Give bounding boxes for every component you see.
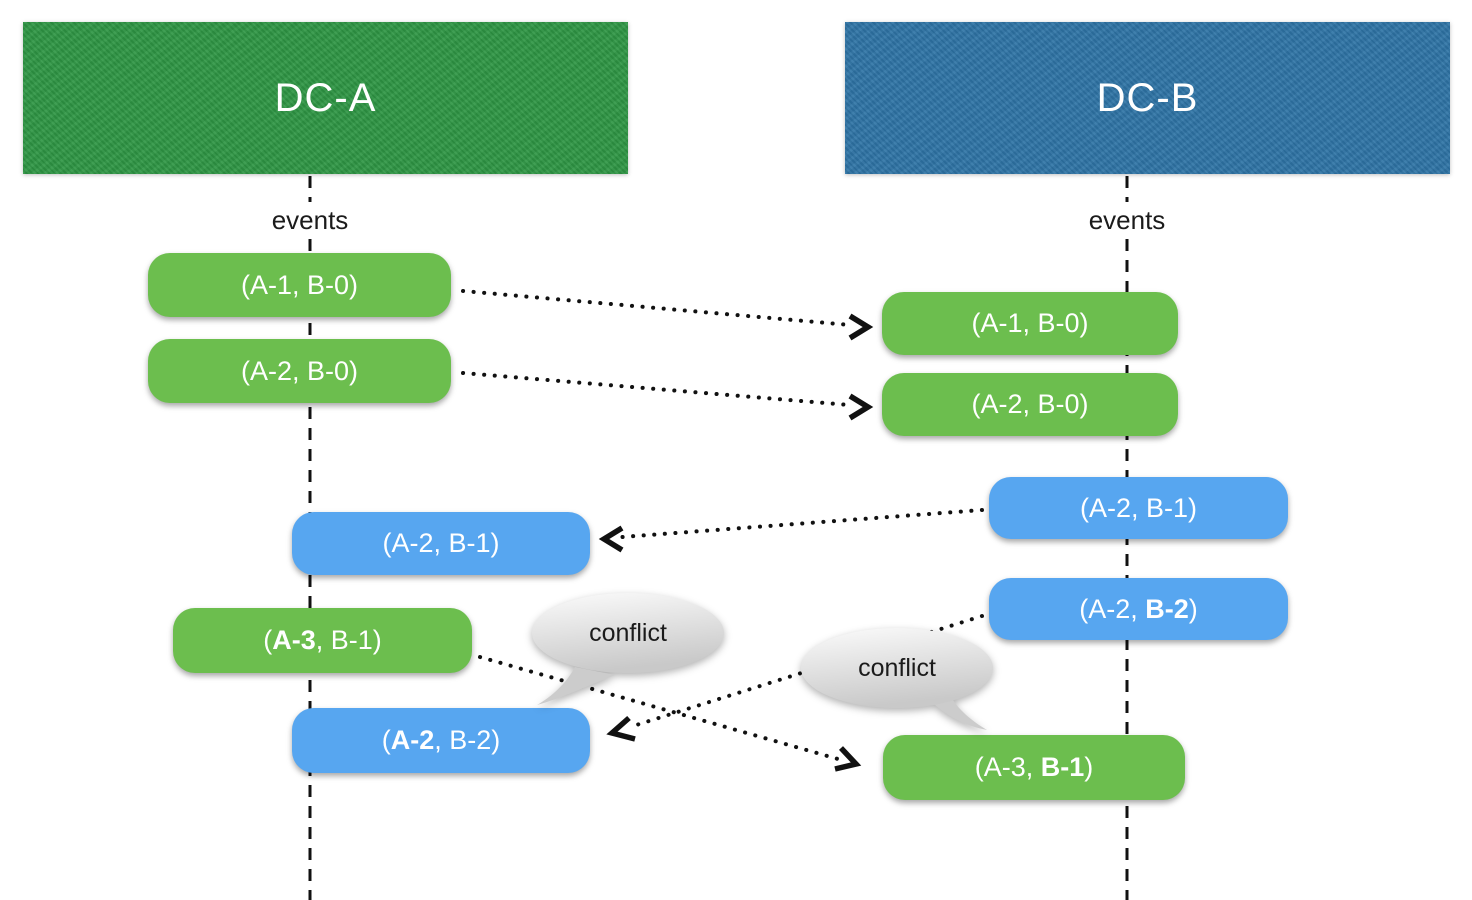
dc-b-title: DC-B xyxy=(1096,75,1199,120)
conflict-text-right: conflict xyxy=(858,653,936,682)
arrowhead-a1-to-b1 xyxy=(848,313,874,341)
event-box-dcb-a3b1: (A-3, B-1) xyxy=(883,735,1185,800)
label-bold: B-2 xyxy=(1145,593,1189,624)
label-suffix: ) xyxy=(1188,593,1198,624)
arrow-a2-to-b2 xyxy=(461,371,852,407)
arrowhead-a4-to-b5 xyxy=(834,746,862,772)
label-prefix: (A-2, B-0) xyxy=(971,389,1089,419)
label-bold: B-1 xyxy=(1040,752,1085,782)
label-prefix: (A-1, B-0) xyxy=(971,308,1089,338)
event-box-dca-a2b2: (A-2, B-2) xyxy=(292,708,590,773)
label-prefix: ( xyxy=(263,625,273,655)
arrow-b3-to-a3 xyxy=(620,508,984,539)
events-label-dc-a: events xyxy=(250,202,370,238)
events-text-dc-a: events xyxy=(271,204,349,235)
arrowhead-b4-to-a5 xyxy=(606,715,636,742)
dc-a-title: DC-A xyxy=(274,75,377,120)
label-suffix: , B-1) xyxy=(315,625,382,655)
events-label-dc-b: events xyxy=(1067,202,1187,238)
event-box-dca-a3b1: (A-3, B-1) xyxy=(173,608,472,673)
conflict-text-left: conflict xyxy=(589,618,667,647)
event-box-dcb-a1b0: (A-1, B-0) xyxy=(882,292,1178,355)
arrowhead-a2-to-b2 xyxy=(848,393,874,421)
dc-a-header: DC-A xyxy=(23,22,628,174)
dc-b-header: DC-B xyxy=(845,22,1450,174)
label-prefix: (A-1, B-0) xyxy=(240,269,359,300)
events-text-dc-b: events xyxy=(1088,204,1166,235)
arrow-a1-to-b1 xyxy=(461,289,852,327)
label-prefix: ( xyxy=(381,725,391,755)
label-prefix: (A-2, xyxy=(1079,593,1146,624)
label-suffix: , B-2) xyxy=(434,725,501,755)
event-box-dcb-a2b1: (A-2, B-1) xyxy=(989,477,1288,539)
conflict-bubble-right: conflict xyxy=(790,618,1010,740)
event-box-dcb-a2b0: (A-2, B-0) xyxy=(882,373,1178,436)
speech-bubble-shape xyxy=(801,628,993,730)
conflict-bubble-left: conflict xyxy=(520,585,745,710)
arrowhead-b3-to-a3 xyxy=(598,525,624,553)
arrow-b4-to-a5 xyxy=(628,614,984,729)
event-box-dca-a1b0: (A-1, B-0) xyxy=(148,253,451,317)
label-prefix: (A-2, B-0) xyxy=(240,355,359,386)
event-box-dca-a2b1: (A-2, B-1) xyxy=(292,512,590,575)
event-box-dca-a2b0: (A-2, B-0) xyxy=(148,339,451,403)
label-bold: A-3 xyxy=(272,625,316,655)
label-bold: A-2 xyxy=(390,725,435,755)
label-prefix: (A-2, B-1) xyxy=(382,528,500,558)
speech-bubble-shape xyxy=(532,593,724,705)
label-prefix: (A-2, B-1) xyxy=(1079,492,1198,523)
label-prefix: (A-3, xyxy=(974,752,1041,782)
label-suffix: ) xyxy=(1084,752,1094,782)
arrow-a4-to-b5 xyxy=(478,655,840,761)
event-box-dcb-a2b2: (A-2, B-2) xyxy=(989,578,1288,640)
